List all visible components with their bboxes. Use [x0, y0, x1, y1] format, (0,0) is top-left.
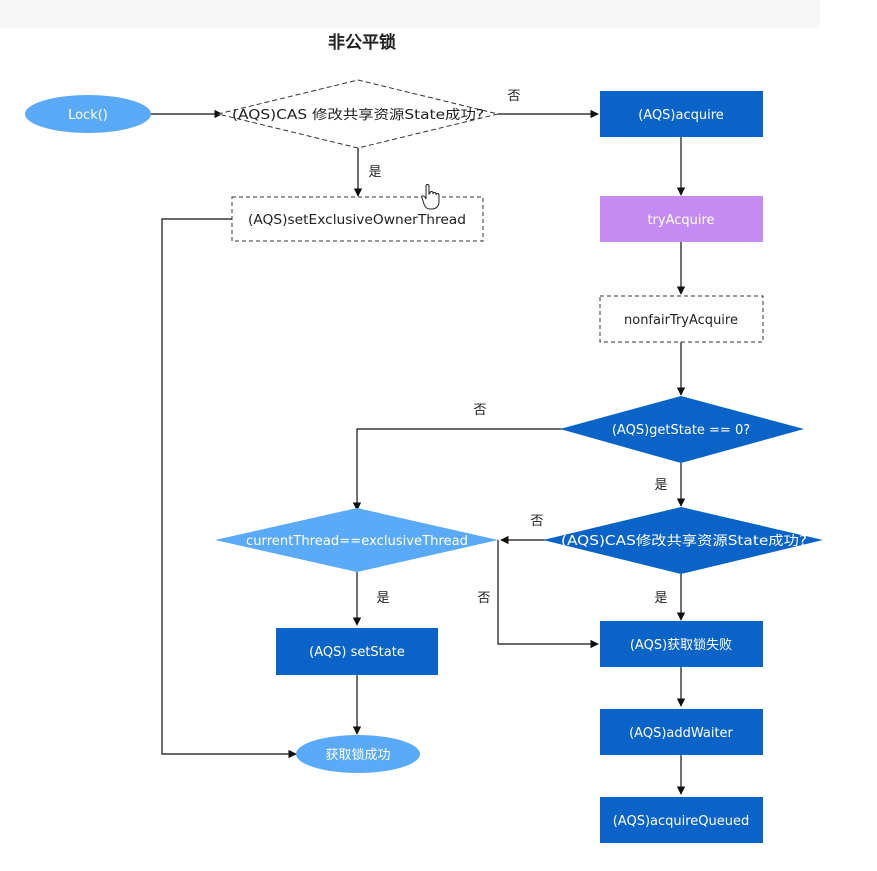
- top-band: [0, 0, 820, 28]
- node-cas1: (AQS)CAS 修改共享资源State成功?: [217, 79, 499, 149]
- node-fail: (AQS)获取锁失败: [600, 621, 763, 667]
- edge-label-cas1-yes: 是: [368, 165, 381, 180]
- cas1-shape: [217, 79, 499, 149]
- edge-label-cas1-no: 否: [507, 89, 520, 104]
- edge-current-to-fail: [497, 540, 599, 649]
- node-acquire-queued: (AQS)acquireQueued: [600, 797, 763, 843]
- edges: [150, 109, 686, 795]
- edge-label-getstate-yes: 是: [654, 478, 667, 493]
- set-owner-shape: [231, 196, 484, 242]
- node-try-acquire: tryAcquire: [600, 196, 763, 242]
- success-label: 获取锁成功: [325, 747, 390, 763]
- lock-label: Lock(): [68, 108, 108, 123]
- nonfair-label: nonfairTryAcquire: [624, 313, 738, 328]
- lock-shape: [25, 95, 151, 133]
- try-acquire-label: tryAcquire: [647, 213, 714, 228]
- acquire-queued-shape: [600, 797, 763, 843]
- set-owner-label: (AQS)setExclusiveOwnerThread: [248, 213, 466, 228]
- edge-getstate-to-current: [352, 428, 566, 511]
- edge-label-current-yes: 是: [376, 591, 389, 606]
- cas1-label: (AQS)CAS 修改共享资源State成功?: [232, 107, 484, 123]
- edge-setowner-to-success: [161, 218, 297, 759]
- node-acquire: (AQS)acquire: [600, 91, 763, 137]
- fail-label: (AQS)获取锁失败: [630, 637, 732, 653]
- cas2-label: (AQS)CAS修改共享资源State成功?: [561, 533, 807, 549]
- diagram-title: 非公平锁: [328, 32, 396, 53]
- get-state-label: (AQS)getState == 0?: [612, 423, 750, 438]
- current-thread-shape: [215, 508, 498, 572]
- fail-shape: [600, 621, 763, 667]
- edge-label-cas2-yes: 是: [654, 591, 667, 606]
- node-set-state: (AQS) setState: [276, 628, 438, 675]
- get-state-shape: [560, 396, 804, 463]
- add-waiter-shape: [600, 709, 763, 755]
- edge-label-current-no: 否: [477, 591, 490, 606]
- edge-label-cas2-no: 否: [530, 514, 543, 529]
- acquire-queued-label: (AQS)acquireQueued: [613, 814, 750, 829]
- node-cas2: (AQS)CAS修改共享资源State成功?: [543, 507, 823, 574]
- success-shape: [296, 735, 420, 773]
- node-set-owner: (AQS)setExclusiveOwnerThread: [231, 196, 484, 242]
- add-waiter-label: (AQS)addWaiter: [629, 726, 733, 741]
- cas2-shape: [543, 507, 823, 574]
- try-acquire-shape: [600, 196, 763, 242]
- hand-cursor-icon: [421, 184, 440, 210]
- node-success: 获取锁成功: [296, 735, 420, 773]
- edge-label-getstate-no: 否: [473, 403, 486, 418]
- node-nonfair: nonfairTryAcquire: [599, 295, 764, 343]
- set-state-shape: [276, 628, 438, 675]
- node-add-waiter: (AQS)addWaiter: [600, 709, 763, 755]
- set-state-label: (AQS) setState: [309, 645, 405, 660]
- node-current-thread: currentThread==exclusiveThread: [215, 508, 498, 572]
- acquire-shape: [600, 91, 763, 137]
- acquire-label: (AQS)acquire: [638, 108, 724, 123]
- current-thread-label: currentThread==exclusiveThread: [246, 534, 468, 549]
- nonfair-shape: [599, 295, 764, 343]
- node-get-state: (AQS)getState == 0?: [560, 396, 804, 463]
- node-lock: Lock(): [25, 95, 151, 133]
